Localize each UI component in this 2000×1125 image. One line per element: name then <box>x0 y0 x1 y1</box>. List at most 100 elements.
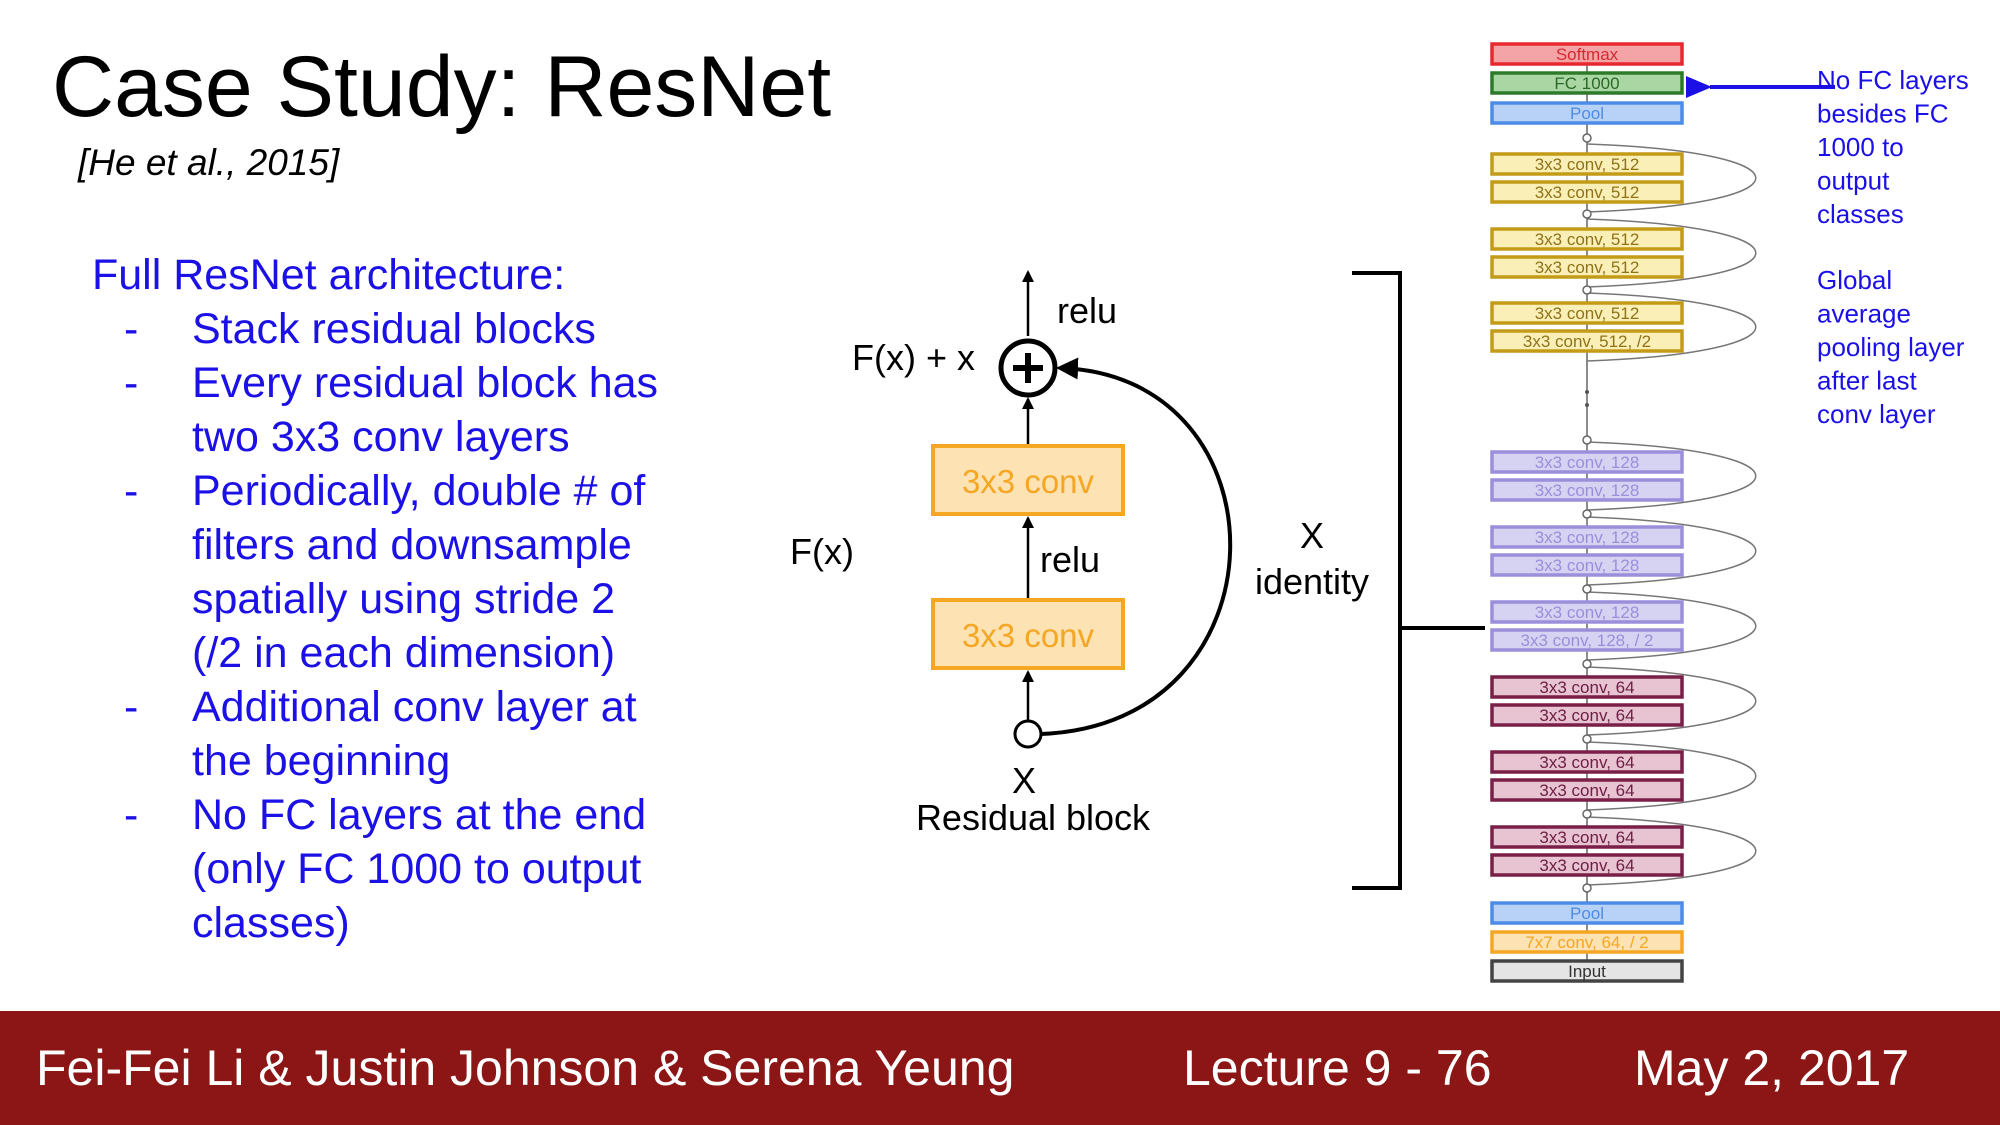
conv-box-top <box>931 444 1125 516</box>
stack-node <box>1582 584 1592 594</box>
layer-box <box>1490 959 1684 983</box>
layer-label: 3x3 conv, 64 <box>1539 828 1634 847</box>
annotation-line: average <box>1817 299 1911 329</box>
stack-node <box>1582 809 1592 819</box>
stack-skip-loop <box>1586 741 1757 811</box>
bullet-dash: - <box>124 791 139 839</box>
footer-date: May 2, 2017 <box>1634 1040 1910 1096</box>
layer-label: 3x3 conv, 512 <box>1535 155 1640 174</box>
layer-label: 3x3 conv, 128 <box>1535 481 1640 500</box>
stack-node <box>1582 509 1592 519</box>
layer-label: 3x3 conv, 64 <box>1539 753 1634 772</box>
stack-skip-loop <box>1586 292 1757 362</box>
annotation-line: after last <box>1817 366 1917 396</box>
bullet-line: No FC layers at the end <box>192 791 647 839</box>
stack-node <box>1582 883 1592 893</box>
bullet-item: -Stack residual blocks <box>92 302 732 356</box>
annotation-line: classes <box>1817 199 1904 229</box>
middle-relu-label: relu <box>1040 539 1100 580</box>
layer-box <box>1490 101 1684 125</box>
layer-box <box>1490 227 1684 251</box>
layer-label: FC 1000 <box>1554 74 1619 93</box>
stack-node <box>1582 285 1592 295</box>
layer-label: 3x3 conv, 64 <box>1539 706 1634 725</box>
stack-skip-loop <box>1586 143 1757 213</box>
bullet-line: Stack residual blocks <box>192 305 596 353</box>
bullet-list: -Stack residual blocks-Every residual bl… <box>92 302 732 950</box>
bullet-dash: - <box>124 683 139 731</box>
bullet-line: the beginning <box>192 737 451 785</box>
bullet-line: Every residual block has <box>192 359 659 407</box>
layer-label: 3x3 conv, 512 <box>1535 258 1640 277</box>
layer-box <box>1490 853 1684 877</box>
layer-label: 3x3 conv, 128 <box>1535 556 1640 575</box>
bullet-dash: - <box>124 359 139 407</box>
annotation-line: No FC layers <box>1817 65 1969 95</box>
layer-box <box>1490 42 1684 66</box>
layer-box <box>1490 703 1684 727</box>
stack-ellipsis-dot <box>1585 403 1589 407</box>
stack-node <box>1582 734 1592 744</box>
layer-label: 3x3 conv, 128, / 2 <box>1521 631 1654 650</box>
slide-title: Case Study: ResNet <box>52 39 832 135</box>
layer-box <box>1490 152 1684 176</box>
layer-label: Pool <box>1570 104 1604 123</box>
layer-box <box>1490 675 1684 699</box>
layer-label: 3x3 conv, 512, /2 <box>1523 332 1651 351</box>
layer-label: 3x3 conv, 512 <box>1535 183 1640 202</box>
bullet-line: Periodically, double # of <box>192 467 646 515</box>
layer-label: 3x3 conv, 128 <box>1535 603 1640 622</box>
layer-box <box>1490 778 1684 802</box>
architecture-bullets: Full ResNet architecture: -Stack residua… <box>92 248 732 950</box>
conv-box-bottom-label: 3x3 conv <box>962 617 1095 654</box>
identity-x-label: X <box>1300 515 1324 556</box>
stack-skip-loop <box>1586 218 1757 288</box>
layer-label: 3x3 conv, 64 <box>1539 781 1634 800</box>
layer-box <box>1490 930 1684 954</box>
stack-node <box>1582 209 1592 219</box>
layer-label: Pool <box>1570 904 1604 923</box>
stack-skip-loop <box>1586 816 1757 886</box>
layer-box <box>1490 478 1684 502</box>
layer-label: 3x3 conv, 64 <box>1539 678 1634 697</box>
layer-box <box>1490 301 1684 325</box>
footer-lecture: Lecture 9 - 76 <box>1183 1040 1492 1096</box>
layer-box <box>1490 525 1684 549</box>
stack-node <box>1582 659 1592 669</box>
layer-box <box>1490 180 1684 204</box>
output-relu-label: relu <box>1057 290 1117 331</box>
layer-box <box>1490 600 1684 624</box>
bullet-line: classes) <box>192 899 350 947</box>
layer-box <box>1490 825 1684 849</box>
bullet-dash: - <box>124 467 139 515</box>
layer-box <box>1490 450 1684 474</box>
stack-skip-loop <box>1586 441 1757 511</box>
input-node-icon <box>1013 719 1043 749</box>
footer: Fei-Fei Li & Justin Johnson & Serena Yeu… <box>0 1011 2000 1125</box>
layer-label: Input <box>1568 962 1606 981</box>
footer-authors: Fei-Fei Li & Justin Johnson & Serena Yeu… <box>36 1040 1015 1096</box>
annotation-line: output <box>1817 166 1890 196</box>
layer-label: Softmax <box>1556 45 1619 64</box>
conv-box-top-label: 3x3 conv <box>962 463 1095 500</box>
stack-skip-loop <box>1586 591 1757 661</box>
annotation-line: besides FC <box>1817 99 1949 129</box>
citation: [He et al., 2015] <box>78 142 340 183</box>
bullet-line: (only FC 1000 to output <box>192 845 642 893</box>
residual-block-caption: Residual block <box>916 797 1151 838</box>
input-x-label: X <box>1012 760 1036 801</box>
residual-block: relu F(x) + x 3x3 conv F(x) relu 3x3 con… <box>790 270 1369 838</box>
layer-label: 3x3 conv, 64 <box>1539 856 1634 875</box>
layer-box <box>1490 628 1684 652</box>
fx-label: F(x) <box>790 531 854 572</box>
identity-label: identity <box>1255 561 1369 602</box>
layer-label: 3x3 conv, 512 <box>1535 230 1640 249</box>
layer-box <box>1490 71 1684 95</box>
annotation-line: Global <box>1817 265 1892 295</box>
bracket <box>1352 271 1402 890</box>
layer-label: 3x3 conv, 512 <box>1535 304 1640 323</box>
